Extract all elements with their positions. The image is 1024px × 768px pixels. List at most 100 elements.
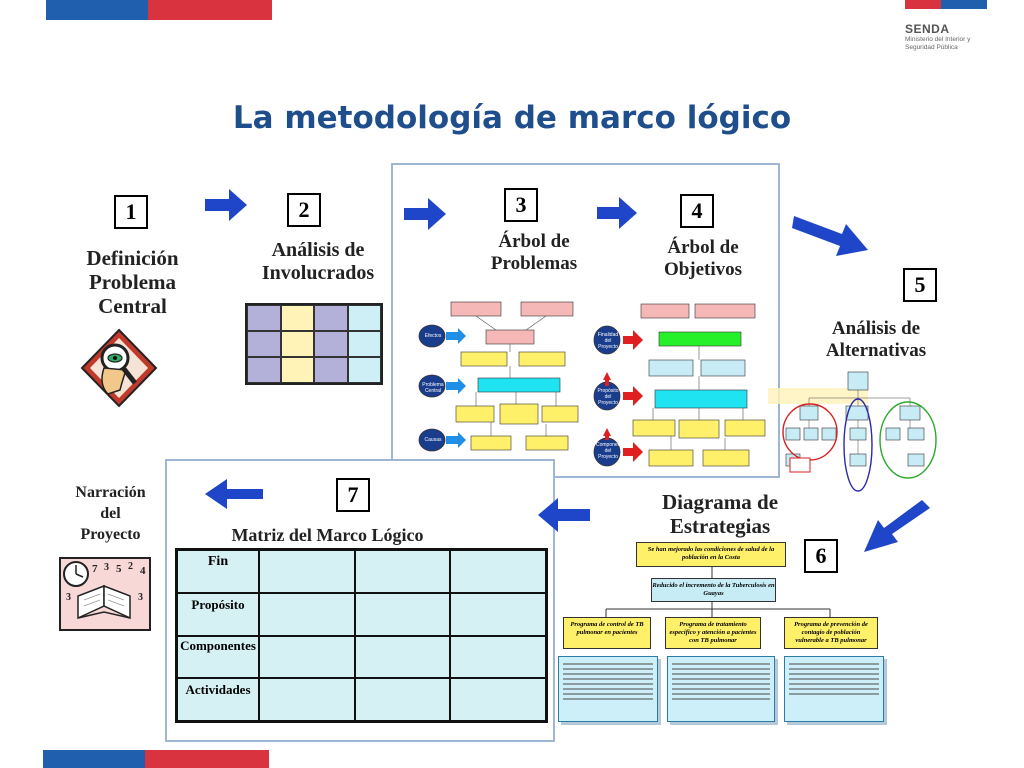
- step-4-line-2: Objetivos: [663, 258, 743, 280]
- strategy-middle-box: Reducido el incremento de la Tuberculosi…: [651, 578, 776, 602]
- step-6-label: Diagrama de Estrategias: [644, 490, 796, 538]
- arrow-right-icon: [597, 197, 637, 229]
- top-bar-blue: [46, 0, 148, 20]
- grid-cell: [280, 331, 314, 357]
- list-line: [563, 683, 653, 685]
- grid-cell: [314, 305, 348, 331]
- narration-line-3: Proyecto: [80, 526, 141, 543]
- svg-text:3: 3: [138, 592, 143, 603]
- list-line: [672, 673, 770, 675]
- step-1-label: Definición Problema Central: [70, 246, 195, 318]
- objective-tree-label-purpose: Finalidad del Proyecto: [597, 332, 619, 350]
- problem-tree-label-causes: Causas: [424, 437, 442, 443]
- step-1-line-3: Central: [98, 294, 167, 319]
- list-line: [563, 693, 653, 695]
- list-line: [672, 663, 770, 665]
- bottom-bar-red: [145, 750, 269, 768]
- matrix-cell: [450, 678, 546, 721]
- arrow-diagonal-icon: [864, 500, 930, 552]
- step-3-number: 3: [504, 188, 538, 222]
- objective-tree-diagram: [593, 303, 766, 467]
- matrix-row-fin: Fin: [177, 550, 259, 593]
- list-line: [672, 693, 770, 695]
- step-6-line-2: Estrategias: [669, 514, 771, 539]
- list-line: [789, 673, 879, 675]
- step-2-line-1: Análisis de: [271, 239, 365, 261]
- senda-logo: SENDA Ministerio del Interior y Segurida…: [905, 22, 970, 52]
- step-4-number: 4: [680, 194, 714, 228]
- svg-text:3: 3: [66, 592, 71, 603]
- grid-cell: [347, 305, 381, 331]
- strategy-program-3: Programa de prevención de contagio de po…: [784, 617, 878, 649]
- step-6-number: 6: [804, 539, 838, 573]
- narration-line-2: del: [100, 505, 121, 522]
- step-3-line-2: Problemas: [490, 252, 578, 274]
- matrix-cell: [354, 592, 451, 636]
- step-2-label: Análisis de Involucrados: [244, 239, 392, 285]
- step-1-number: 1: [114, 195, 148, 229]
- brand-name: SENDA: [905, 22, 950, 36]
- narration-line-1: Narración: [75, 484, 146, 501]
- arrow-right-icon: [404, 198, 446, 230]
- list-line: [789, 668, 879, 670]
- matrix-cell: [259, 678, 355, 721]
- matrix-row-actividades: Actividades: [177, 678, 259, 721]
- list-line: [789, 678, 879, 680]
- grid-cell: [280, 357, 314, 383]
- list-line: [789, 688, 879, 690]
- list-line: [672, 668, 770, 670]
- svg-text:7: 7: [92, 563, 98, 575]
- grid-cell: [347, 357, 381, 383]
- step-5-line-2: Alternativas: [825, 339, 927, 361]
- problem-tree-label-effects: Efectos: [424, 333, 442, 339]
- step-1-line-1: Definición: [86, 246, 179, 270]
- logframe-matrix: Fin Propósito Componentes Actividades: [175, 548, 548, 723]
- top-right-bar-red: [905, 0, 941, 9]
- matrix-cell: [354, 635, 451, 679]
- svg-text:4: 4: [140, 565, 146, 577]
- svg-text:5: 5: [116, 563, 122, 575]
- step-3-line-1: Árbol de: [498, 231, 570, 252]
- matrix-cell: [450, 635, 546, 679]
- list-line: [672, 688, 770, 690]
- step-5-line-1: Análisis de: [831, 318, 921, 339]
- matrix-cell: [450, 550, 546, 593]
- strategy-connectors: [605, 567, 831, 617]
- grid-cell: [247, 357, 281, 383]
- matrix-cell: [259, 592, 355, 636]
- objective-tree-label-proposito: Propósito del Proyecto: [597, 388, 619, 406]
- problem-tree-label-central: Problema Central: [422, 382, 444, 394]
- step-7-number: 7: [336, 478, 370, 512]
- list-line: [672, 698, 770, 700]
- top-bar-red: [148, 0, 272, 20]
- step-4-label: Árbol de Objetivos: [643, 237, 763, 281]
- strategy-program-2: Programa de tratamiento específico y ate…: [665, 617, 761, 649]
- grid-cell: [314, 357, 348, 383]
- step-5-number: 5: [903, 268, 937, 302]
- matrix-cell: [259, 550, 355, 593]
- strategy-program-1: Programa de control de TB pulmonar en pa…: [563, 617, 651, 649]
- brand-line-2: Seguridad Pública: [905, 44, 958, 51]
- arrow-diagonal-icon: [792, 216, 868, 256]
- book-clock-icon: 7 3 5 2 4 3 3: [59, 557, 151, 631]
- step-6-line-1: Diagrama de: [661, 490, 779, 514]
- list-line: [672, 683, 770, 685]
- grid-cell: [347, 331, 381, 357]
- list-line: [563, 673, 653, 675]
- strategy-activities-1: [558, 656, 658, 722]
- list-line: [563, 688, 653, 690]
- step-3-label: Árbol de Problemas: [466, 231, 602, 275]
- list-line: [789, 663, 879, 665]
- matrix-cell: [259, 635, 355, 679]
- list-line: [563, 678, 653, 680]
- matrix-row-proposito: Propósito: [177, 592, 259, 636]
- step-5-label: Análisis de Alternativas: [806, 318, 946, 362]
- arrow-left-icon: [538, 498, 590, 532]
- grid-cell: [247, 331, 281, 357]
- top-right-bar-blue: [941, 0, 987, 9]
- list-line: [789, 693, 879, 695]
- step-2-number: 2: [287, 193, 321, 227]
- strategy-activities-3: [784, 656, 884, 722]
- svg-text:2: 2: [128, 561, 133, 572]
- magnifier-icon: [80, 328, 158, 408]
